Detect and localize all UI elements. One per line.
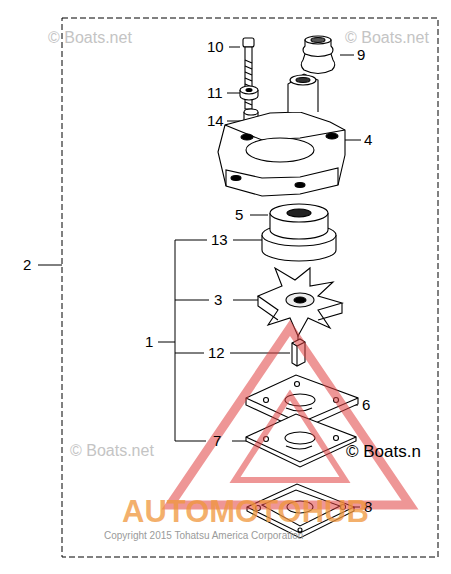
grommet <box>301 36 335 74</box>
watermark-text: AUTOMOTOHUB <box>122 496 369 527</box>
copyright-text: Copyright 2015 Tohatsu America Corporati… <box>104 531 303 541</box>
callout-number: 2 <box>23 257 31 272</box>
watermark-text: © Boats.net <box>345 30 429 46</box>
callout-number: 3 <box>214 292 222 307</box>
callout-number: 9 <box>357 47 365 62</box>
watermark-text: © Boats.n <box>346 443 421 460</box>
pump-housing <box>218 74 345 196</box>
callout-number: 5 <box>235 207 243 222</box>
impeller <box>258 268 342 344</box>
callout-number: 10 <box>207 39 224 54</box>
callout-number: 6 <box>362 397 370 412</box>
callout-number: 13 <box>211 232 228 247</box>
washer <box>240 86 258 100</box>
callout-number: 12 <box>208 345 225 360</box>
impeller-liner <box>262 204 336 261</box>
callout-number: 7 <box>213 433 221 448</box>
callout-number: 1 <box>145 334 153 349</box>
callout-number: 4 <box>364 132 372 147</box>
group-bracket <box>158 240 209 441</box>
watermark-text: © Boats.net <box>70 443 154 459</box>
watermark-text: © Boats.net <box>48 30 132 46</box>
callout-number: 14 <box>207 113 224 128</box>
watermark-logo <box>170 328 410 505</box>
assembly-frame <box>62 18 438 557</box>
callout-number: 11 <box>207 85 223 100</box>
leader-line <box>38 265 62 266</box>
